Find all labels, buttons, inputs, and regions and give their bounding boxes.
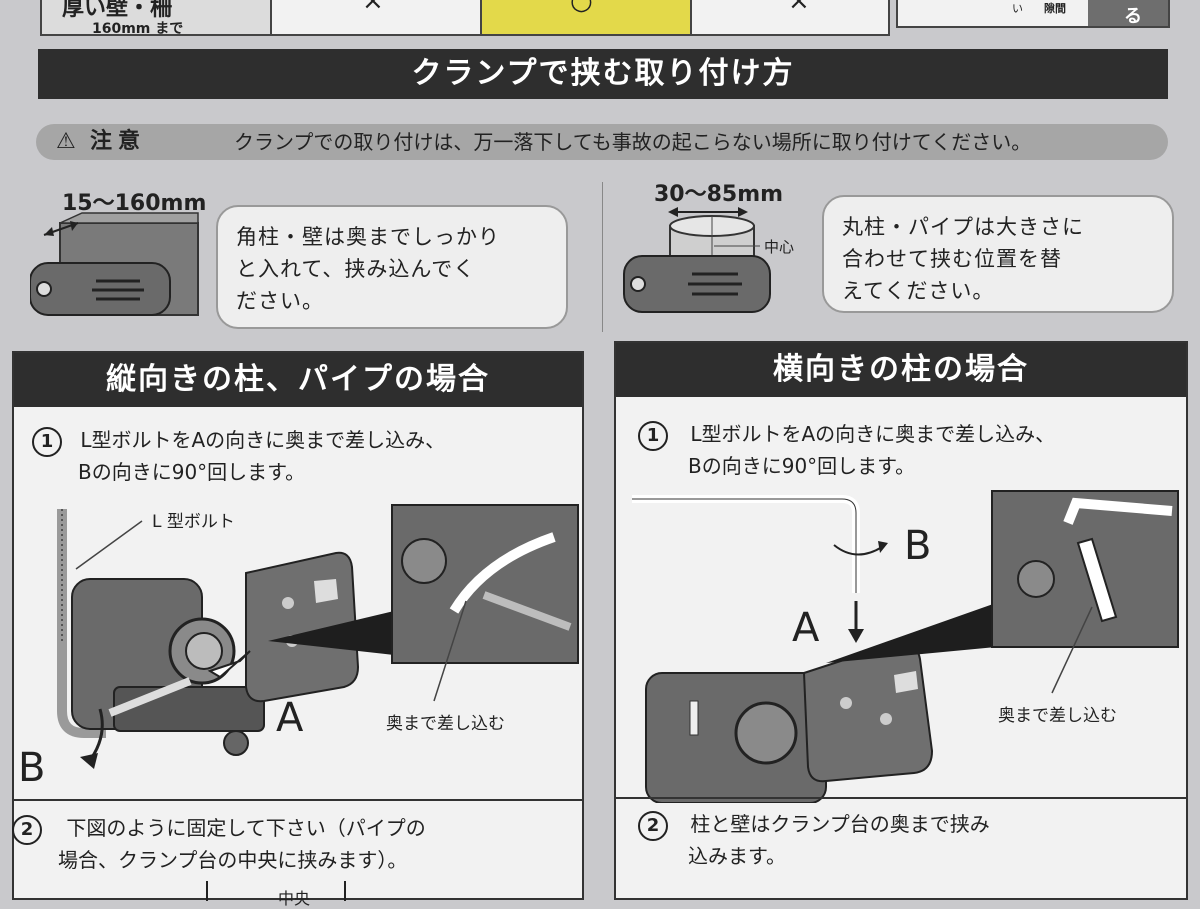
vertical-panel-title: 縦向きの柱、パイプの場合 [14, 353, 582, 407]
dark-cell: る [1088, 0, 1168, 27]
step-number: 2 [638, 811, 668, 841]
mark-cross-1: × [362, 0, 384, 16]
thick-wall-row-label: 厚い壁・柵 160mm まで [42, 0, 272, 37]
horizontal-step1: 1 L型ボルトをAの向きに奥まで差し込み、 Bの向きに90°回します。 [638, 419, 1055, 481]
caution-title: 注意 [90, 129, 147, 154]
step2-line: 場合、クランプ台の中央に挟みます）。 [58, 848, 408, 872]
vertical-post-panel: 縦向きの柱、パイプの場合 1 L型ボルトをAの向きに奥まで差し込み、 Bの向きに… [12, 351, 584, 908]
round-note-line: 丸柱・パイプは大きさに [842, 215, 1084, 239]
step1-line: L型ボルトをAの向きに奥まで差し込み、 [80, 428, 446, 452]
vertical-insert-label: 奥まで差し込む [386, 714, 505, 734]
mark-cross-2: × [788, 0, 810, 16]
caution-banner: ⚠ 注意 クランプでの取り付けは、万一落下しても事故の起こらない場所に取り付けて… [36, 124, 1168, 160]
vertical-label-b: B [18, 745, 46, 791]
top-right-table: い 隙間 る [896, 0, 1170, 28]
square-note-line: ださい。 [236, 289, 324, 313]
horizontal-step2: 2 柱と壁はクランプ台の奥まで挟み 込みます。 [638, 809, 990, 871]
horizontal-post-panel: 横向きの柱の場合 1 L型ボルトをAの向きに奥まで差し込み、 Bの向きに90°回… [614, 341, 1188, 900]
step1-line: L型ボルトをAの向きに奥まで差し込み、 [690, 422, 1056, 446]
side-cell-1: い [1012, 2, 1023, 15]
bottom-center-label: 中央 [278, 889, 311, 908]
horizontal-bolt-illustration [632, 490, 1179, 803]
step-number: 2 [12, 815, 42, 845]
square-note-line: と入れて、挟み込んでく [236, 257, 476, 281]
horizontal-label-b: B [904, 523, 932, 569]
side-cell-2: 隙間 [1044, 2, 1066, 15]
caution-text: クランプでの取り付けは、万一落下しても事故の起こらない場所に取り付けてください。 [234, 130, 1032, 154]
l-bolt-label: L 型ボルト [152, 512, 235, 532]
horizontal-insert-label: 奥まで差し込む [998, 706, 1117, 726]
section-divider [602, 182, 603, 332]
bottom-marker-right [344, 881, 346, 901]
round-clamp-illustration [623, 207, 771, 313]
step1-line: Bの向きに90°回します。 [78, 460, 306, 484]
step2-line: 下図のように固定して下さい（パイプの [66, 816, 426, 840]
round-note-bubble: 丸柱・パイプは大きさに 合わせて挟む位置を替 えてください。 [822, 195, 1174, 313]
vertical-step-divider [14, 799, 582, 801]
horizontal-label-a: A [792, 605, 820, 651]
section-title: クランプで挟む取り付け方 [38, 49, 1168, 99]
square-note-line: 角柱・壁は奥までしっかり [236, 225, 500, 249]
step-number: 1 [32, 427, 62, 457]
bottom-marker-left [206, 881, 208, 901]
round-dimension: 30〜85mm [654, 182, 784, 207]
row-label-line2: 160mm まで [92, 21, 184, 37]
vertical-step1: 1 L型ボルトをAの向きに奥まで差し込み、 Bの向きに90°回します。 [32, 425, 445, 487]
round-note-line: 合わせて挟む位置を替 [842, 247, 1062, 271]
step1-line: Bの向きに90°回します。 [688, 454, 916, 478]
warning-triangle-icon: ⚠ [56, 129, 76, 154]
horizontal-panel-title: 横向きの柱の場合 [616, 343, 1186, 397]
vertical-bolt-illustration [57, 504, 579, 769]
round-note-line: えてください。 [842, 279, 995, 303]
square-note-bubble: 角柱・壁は奥までしっかり と入れて、挟み込んでく ださい。 [216, 205, 568, 329]
step-number: 1 [638, 421, 668, 451]
mark-circle: ○ [570, 0, 593, 16]
vertical-label-a: A [276, 695, 304, 741]
step2-line: 込みます。 [688, 844, 786, 868]
highlighted-cell: ○ [480, 0, 692, 34]
row-label-line1: 厚い壁・柵 [62, 0, 173, 21]
center-label: 中心 [764, 238, 795, 256]
square-clamp-illustration [30, 212, 199, 316]
top-compatibility-table: 厚い壁・柵 160mm まで × ○ × [40, 0, 890, 37]
step2-line: 柱と壁はクランプ台の奥まで挟み [690, 812, 990, 836]
side-cell-3: る [1124, 6, 1142, 27]
square-dimension: 15〜160mm [62, 191, 207, 216]
vertical-step2: 2 下図のように固定して下さい（パイプの 場合、クランプ台の中央に挟みます）。 [12, 813, 426, 875]
horizontal-step-divider [616, 797, 1186, 799]
